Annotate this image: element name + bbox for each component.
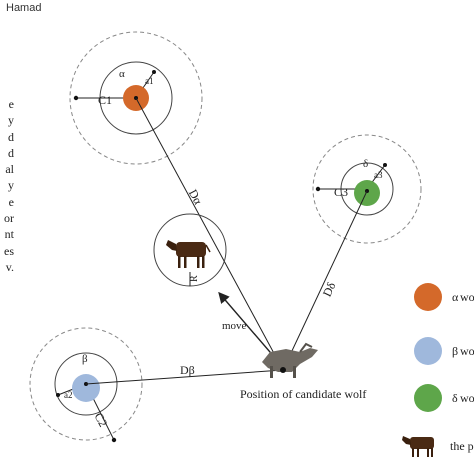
d-beta-label: Dβ <box>180 363 195 377</box>
legend-item-beta: β wo <box>414 337 474 365</box>
delta-wolf-group: δ C3 a3 <box>312 134 422 244</box>
beta-a-point <box>56 393 60 397</box>
legend-delta-text: wo <box>460 391 474 405</box>
candidate-wolf-icon <box>262 342 318 378</box>
delta-a-label: a3 <box>374 170 383 180</box>
alpha-c-point <box>73 95 79 101</box>
beta-symbol: β <box>82 353 88 365</box>
legend-alpha-symbol: α <box>452 290 459 304</box>
d-beta-line <box>85 369 284 385</box>
candidate-wolf-label: Position of candidate wolf <box>240 387 366 401</box>
legend-item-delta: δ wo <box>414 384 474 412</box>
author-name: Hamad <box>6 2 42 14</box>
delta-a-point <box>383 163 387 167</box>
legend-prey-text: the p <box>450 439 474 453</box>
alpha-a-label: a1 <box>145 76 154 86</box>
d-delta-label: Dδ <box>320 280 339 299</box>
prey-r-label: R <box>189 275 200 282</box>
legend-alpha-swatch <box>414 283 442 311</box>
d-alpha-line <box>135 97 284 371</box>
legend-beta-swatch <box>414 337 442 365</box>
move-label: move <box>222 320 247 332</box>
alpha-symbol: α <box>119 68 125 80</box>
alpha-c-label: C1 <box>98 93 112 107</box>
delta-outer-circle <box>312 134 422 244</box>
legend-beta-symbol: β <box>452 344 458 358</box>
beta-inner-circle <box>54 352 118 416</box>
alpha-outer-circle <box>69 31 203 165</box>
alpha-a-point <box>152 70 156 74</box>
legend-alpha-text: wo <box>460 290 474 304</box>
beta-outer-circle <box>29 327 143 441</box>
beta-wolf-group: β a2 C2 <box>29 327 143 443</box>
legend-item-prey: the p <box>402 436 474 457</box>
beta-c-label: C2 <box>91 410 110 429</box>
delta-symbol: δ <box>363 158 368 170</box>
beta-c-point <box>111 437 117 443</box>
legend: α wo β wo δ wo the p <box>402 283 474 457</box>
legend-beta-text: wo <box>460 344 474 358</box>
delta-c-point <box>315 186 321 192</box>
d-delta-line <box>282 190 368 371</box>
prey-group: R <box>153 213 227 287</box>
delta-c-label: C3 <box>334 185 348 199</box>
d-alpha-label: Dα <box>186 187 206 207</box>
legend-delta-symbol: δ <box>452 391 458 405</box>
cropped-side-text: e y d d al y e or nt es v. <box>4 97 14 274</box>
prey-cow-icon <box>166 240 211 268</box>
legend-item-alpha: α wo <box>414 283 474 311</box>
legend-cow-icon <box>402 436 434 457</box>
beta-a-label: a2 <box>64 390 73 400</box>
legend-delta-swatch <box>414 384 442 412</box>
beta-wolf-node <box>72 374 100 402</box>
